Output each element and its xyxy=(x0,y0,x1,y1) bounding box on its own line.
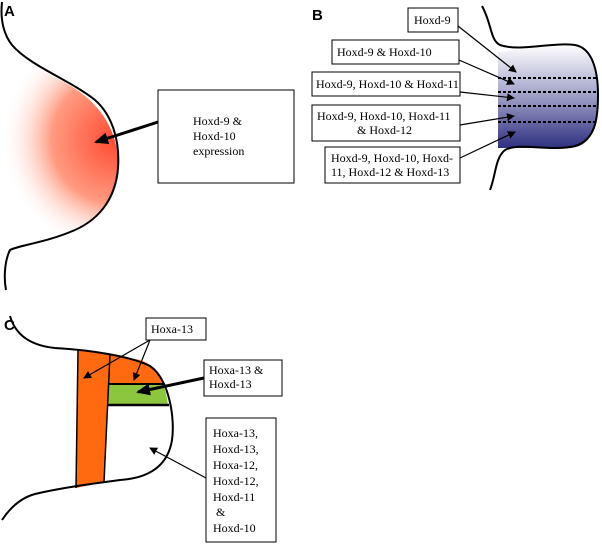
panel-c-label-all-line-7: Hoxd-10 xyxy=(213,521,256,535)
panel-a-limb-bud-fill xyxy=(0,40,118,245)
panel-c-label-all-line-4: Hoxd-12, xyxy=(213,474,259,488)
panel-c-limb-outline xyxy=(1,315,174,521)
panel-b-label-2: Hoxd-9 & Hoxd-10 xyxy=(337,45,432,59)
panel-b-label-1: Hoxd-9 xyxy=(414,13,451,27)
panel-b-label-box-3 xyxy=(311,71,461,97)
panel-c-label-hoxa13: Hoxa-13 xyxy=(151,322,193,336)
panel-c-boundary-1 xyxy=(75,349,79,489)
panel-b-label-box-2 xyxy=(331,39,460,65)
panel-c-label-hoxa13-hoxd13-line-1: Hoxa-13 & xyxy=(209,363,264,377)
panel-a-letter: A xyxy=(4,3,15,20)
panel-c-label-all-line-2: Hoxd-13, xyxy=(213,442,259,456)
panel-b-arrow-1 xyxy=(457,25,517,73)
panel-a-arrow xyxy=(94,120,159,145)
panel-b-label-5-line-1: Hoxd-9, Hoxd-10, Hoxd- xyxy=(331,151,453,165)
panel-b-arrow-2 xyxy=(458,59,515,85)
panel-a-label-line-3: expression xyxy=(193,144,244,158)
panel-c-all-genes-region xyxy=(104,405,171,482)
panel-b-label-box-5 xyxy=(324,146,461,184)
panel-a-label-line-1: Hoxd-9 & xyxy=(193,114,243,128)
panel-c-label-all-line-5: Hoxd-11 xyxy=(213,490,255,504)
panel-b-arrow-4 xyxy=(459,113,515,126)
panel-a: A Hoxd-9 & Hoxd-10 expression xyxy=(0,1,295,291)
panel-a-limb-bud-outline xyxy=(0,1,120,291)
panel-a-label-line-2: Hoxd-10 xyxy=(193,129,236,143)
panel-b-arrow-3 xyxy=(459,91,515,102)
panel-b-label-box-4 xyxy=(311,104,461,142)
panel-a-label-box xyxy=(157,89,295,184)
panel-b-label-4-line-1: Hoxd-9, Hoxd-10, Hoxd-11 xyxy=(317,109,451,123)
panel-b-arrow-5 xyxy=(459,131,516,159)
panel-c-label-box-hoxa13-hoxd13 xyxy=(203,359,283,397)
panel-c-arrow-hoxa13-hoxd13 xyxy=(136,376,205,396)
panel-b-letter: B xyxy=(312,7,323,24)
panel-c-label-all-line-3: Hoxa-12, xyxy=(213,458,258,472)
panel-c-letter: C xyxy=(4,317,15,334)
panel-b-bud-outline xyxy=(481,5,600,191)
panel-c-label-hoxa13-hoxd13-line-2: Hoxd-13 xyxy=(209,377,252,391)
panel-c-arrow-hoxa13-distal xyxy=(132,339,151,381)
panel-c-arrow-hoxa13-proximal xyxy=(83,339,151,379)
panel-b: B Hoxd-9 Hoxd-9 & Hoxd-10 Hoxd-9, Hoxd-1… xyxy=(311,5,600,191)
panel-c-label-all-line-1: Hoxa-13, xyxy=(213,426,258,440)
panel-c-arrow-all xyxy=(149,447,207,479)
panel-c-label-box-hoxa13 xyxy=(145,317,207,341)
panel-c-label-all-line-6: & xyxy=(216,505,226,519)
panel-b-label-3: Hoxd-9, Hoxd-10 & Hoxd-11 xyxy=(316,77,459,91)
panel-c-hoxa13-distal-region xyxy=(108,354,163,384)
panel-b-label-5-line-2: 11, Hoxd-12 & Hoxd-13 xyxy=(331,165,449,179)
panel-b-label-box-1 xyxy=(407,7,459,33)
panel-c-label-box-all xyxy=(205,417,277,543)
panel-c: C Hoxa-13 Hoxa-13 & Hoxd-13 Hoxa-13, Hox… xyxy=(1,315,283,543)
panel-b-label-4-line-2: & Hoxd-12 xyxy=(357,123,412,137)
panel-c-hoxa13-proximal-region xyxy=(76,350,110,488)
panel-c-boundary-2 xyxy=(103,353,111,483)
